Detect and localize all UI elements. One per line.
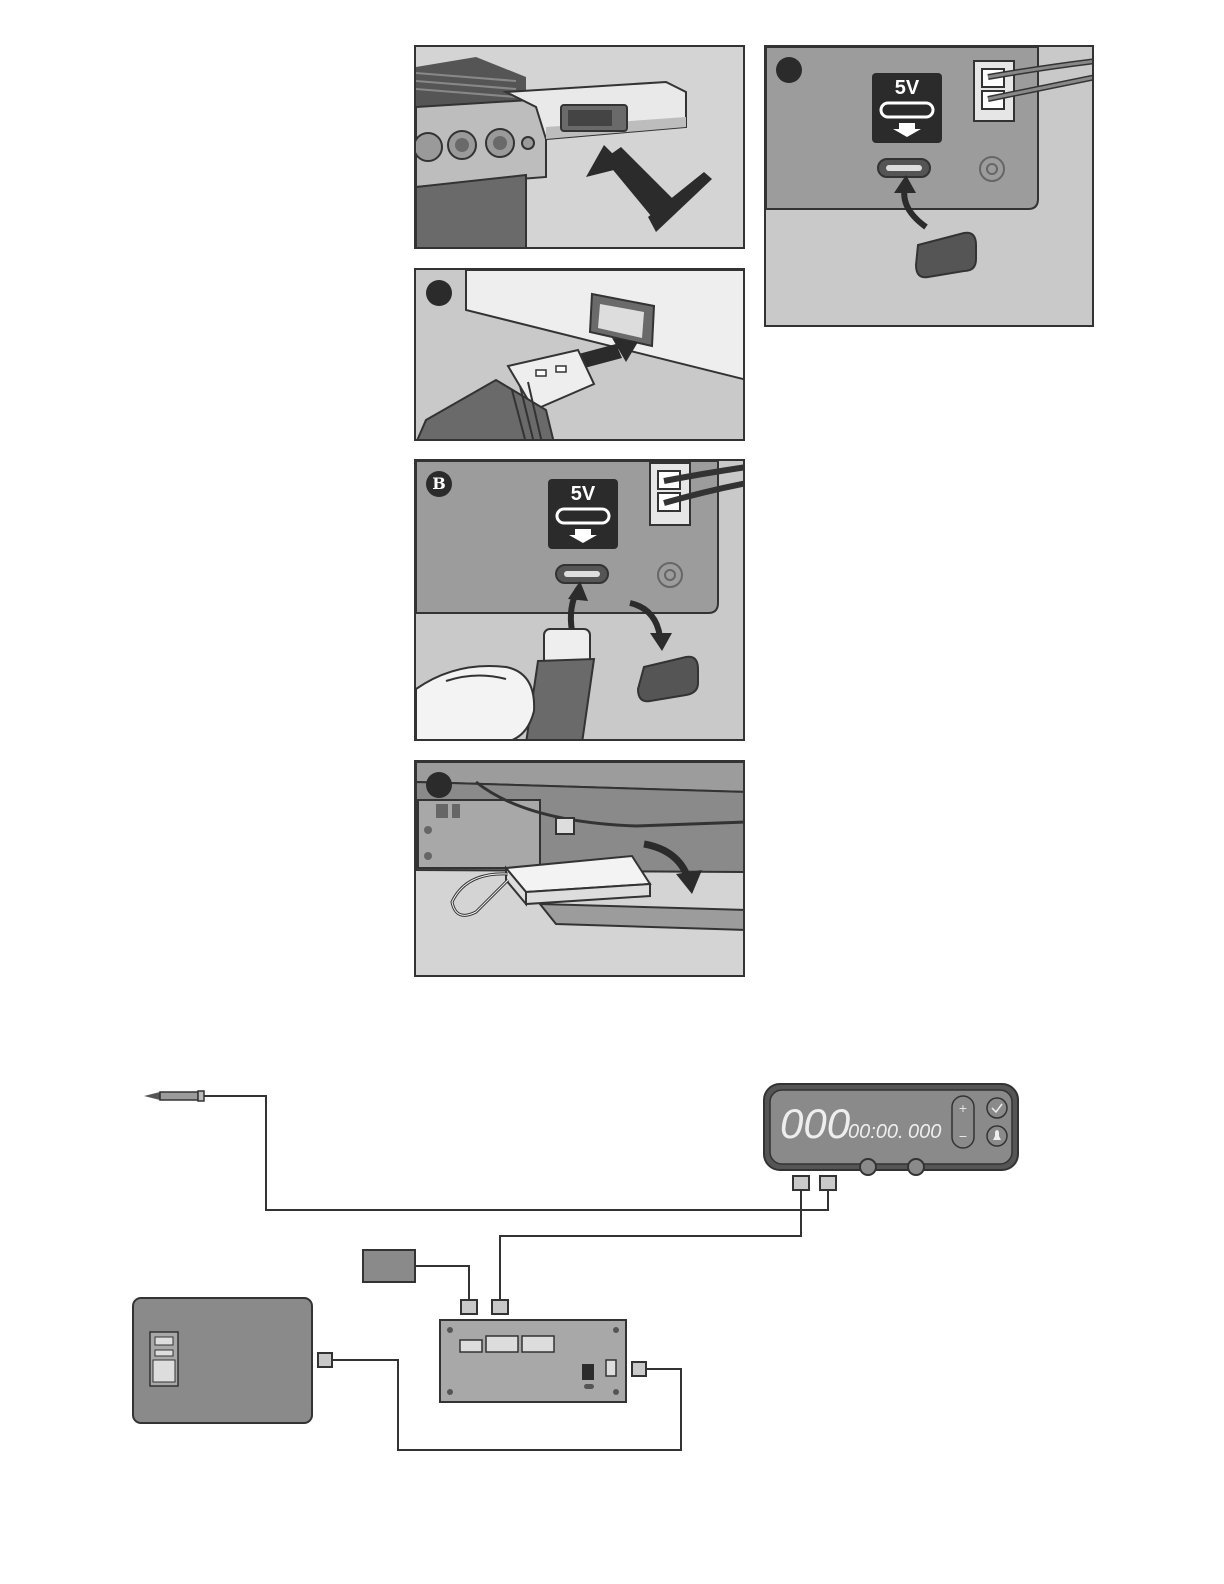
grill-icon <box>416 47 745 249</box>
battery-pack-icon <box>416 762 745 977</box>
accessory-box <box>363 1250 415 1282</box>
panel-usb-a-plug <box>414 268 745 441</box>
power-supply-icon <box>133 1298 312 1423</box>
panel-port-cap-top: 5V <box>764 45 1094 327</box>
voltage-label-b: 5V <box>571 483 596 505</box>
power-supply-connector <box>318 1353 332 1367</box>
voltage-label-top: 5V <box>895 77 920 99</box>
display-connector-2 <box>820 1176 836 1190</box>
probe-wire <box>204 1096 828 1210</box>
display-connector-1 <box>793 1176 809 1190</box>
module-connector-1 <box>461 1300 477 1314</box>
panel-grill-overview <box>414 45 745 249</box>
temperature-probe-icon <box>144 1091 204 1101</box>
wiring-diagram: 000 00:00. 000 + − <box>0 1060 1224 1480</box>
display-timer: 00:00. <box>848 1121 904 1143</box>
usb-c-plug-icon: 5V <box>416 461 745 741</box>
usb-a-plug-icon <box>416 270 745 441</box>
display-module-wire <box>500 1190 801 1300</box>
panel-usb-c-plug: B 5V <box>414 459 745 741</box>
display-secondary-temp: 000 <box>908 1121 941 1143</box>
step-badge-top <box>776 57 802 83</box>
controller-display-icon: 000 00:00. 000 + − <box>764 1084 1018 1175</box>
step-badge-battery <box>426 772 452 798</box>
panel-battery-pack <box>414 760 745 977</box>
control-module-icon <box>440 1320 626 1402</box>
port-cap-icon: 5V <box>766 47 1094 327</box>
module-connector-3 <box>632 1362 646 1376</box>
minus-icon[interactable]: − <box>958 1130 967 1143</box>
display-main-temp: 000 <box>780 1100 851 1147</box>
step-badge-usb-a <box>426 280 452 306</box>
step-badge-b: B <box>426 471 452 497</box>
accessory-wire <box>415 1266 469 1300</box>
check-icon[interactable] <box>987 1098 1007 1118</box>
plus-icon[interactable]: + <box>958 1102 967 1115</box>
module-connector-2 <box>492 1300 508 1314</box>
